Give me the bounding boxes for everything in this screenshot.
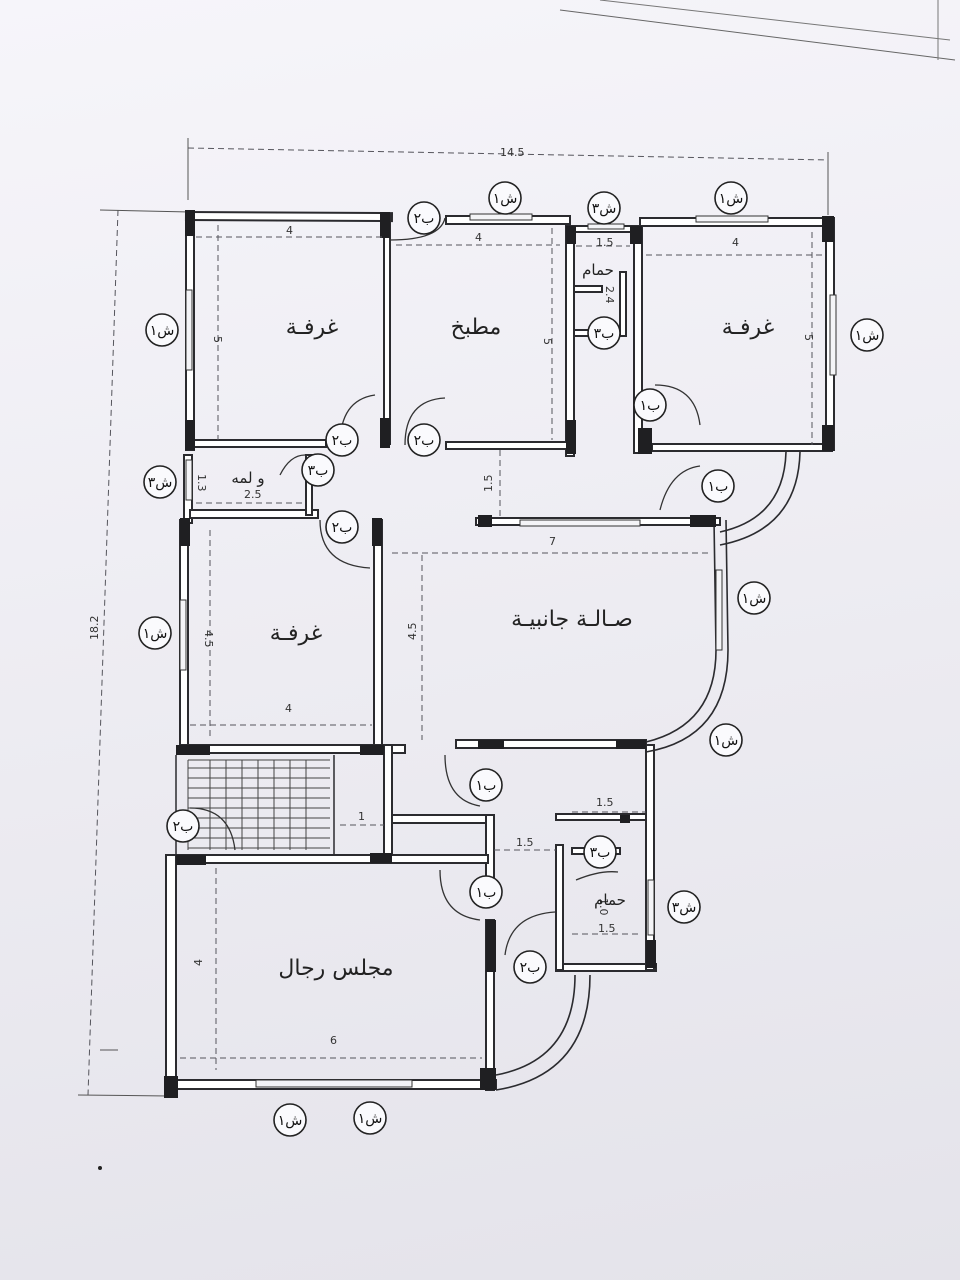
- dim-overall-depth: 18.2: [88, 616, 101, 641]
- room-label-wc: و لمه: [231, 469, 264, 487]
- dim-label: 4.5: [406, 623, 419, 641]
- dim-label: 6: [330, 1034, 337, 1047]
- columns: [164, 210, 834, 1098]
- dim-label: 4: [192, 959, 205, 966]
- door-tag-3: ب٣: [301, 453, 335, 487]
- door-tag-2: ب٢: [407, 201, 441, 235]
- door-tag-1: ب١: [469, 875, 503, 909]
- window-tag-1: ش١: [737, 581, 771, 615]
- window-tag-1: ش١: [145, 313, 179, 347]
- dim-label: 1.0: [597, 898, 610, 916]
- room-label-side-hall: صـالـة جانبيـة: [511, 607, 633, 632]
- door-tag-3: ب٣: [587, 316, 621, 350]
- dim-label: 5: [541, 338, 554, 345]
- room-label-bedroom-mid-left: غرفـة: [270, 621, 322, 646]
- svg-text:ب٢: ب٢: [332, 520, 353, 536]
- svg-text:ب٢: ب٢: [414, 433, 435, 449]
- svg-text:ب٢: ب٢: [173, 819, 194, 835]
- curved-walls: [495, 451, 801, 1091]
- dim-label: 4: [286, 224, 293, 237]
- room-label-men-majlis: مجلس رجال: [278, 956, 393, 981]
- svg-text:ب١: ب١: [708, 479, 729, 495]
- dim-label: 1.5: [516, 836, 534, 849]
- svg-text:ش١: ش١: [714, 733, 739, 749]
- svg-text:ب١: ب١: [640, 398, 661, 414]
- dim-label: 7: [549, 535, 556, 548]
- dim-label: 1.5: [598, 922, 616, 935]
- window-tag-1: ش١: [273, 1103, 307, 1137]
- dim-label: 5: [211, 336, 224, 343]
- dim-overall-width: 14.5: [500, 146, 525, 159]
- svg-text:ش١: ش١: [719, 191, 744, 207]
- svg-text:ب٣: ب٣: [308, 463, 329, 479]
- dim-label: 5: [802, 334, 815, 341]
- room-label-bedroom-top-right: غرفـة: [722, 315, 774, 340]
- svg-text:ب١: ب١: [476, 885, 497, 901]
- room-label-bedroom-top-left: غرفـة: [286, 315, 338, 340]
- room-label-bath-top: حمام: [582, 261, 614, 279]
- window-tag-1: ش١: [353, 1101, 387, 1135]
- door-tag-2: ب٢: [325, 423, 359, 457]
- svg-text:ب٣: ب٣: [590, 845, 611, 861]
- room-label-bath-bottom: حمام: [594, 891, 626, 909]
- svg-text:ش١: ش١: [150, 323, 175, 339]
- door-tag-1: ب١: [469, 768, 503, 802]
- walls: [165, 210, 835, 1096]
- svg-text:ب٢: ب٢: [520, 960, 541, 976]
- staircase: [175, 755, 335, 855]
- door-tag-2: ب٢: [166, 809, 200, 843]
- svg-text:ش١: ش١: [855, 328, 880, 344]
- svg-text:ش١: ش١: [143, 626, 168, 642]
- window-tag-1: ش١: [850, 318, 884, 352]
- svg-text:ش٣: ش٣: [148, 475, 173, 491]
- window-tag-1: ش١: [138, 616, 172, 650]
- dim-label: 1.5: [596, 236, 614, 249]
- dim-label: 4: [732, 236, 739, 249]
- window-tag-1: ش١: [488, 181, 522, 215]
- internal-dimension-lines: [180, 225, 822, 1070]
- svg-text:ش١: ش١: [278, 1113, 303, 1129]
- dim-label: 4: [285, 702, 292, 715]
- window-tag-1: ش١: [709, 723, 743, 757]
- overall-dimensions: [77, 138, 829, 1170]
- svg-text:ب١: ب١: [476, 778, 497, 794]
- dim-label: 4: [475, 231, 482, 244]
- door-tag-3: ب٣: [583, 835, 617, 869]
- window-tag-3: ش٣: [587, 191, 621, 225]
- windows: [179, 213, 837, 1088]
- svg-text:ش١: ش١: [493, 191, 518, 207]
- door-tag-2: ب٢: [513, 950, 547, 984]
- dim-label: 1.3: [195, 474, 208, 492]
- svg-text:ب٣: ب٣: [594, 326, 615, 342]
- window-tag-3: ش٣: [667, 890, 701, 924]
- svg-text:ب٢: ب٢: [332, 433, 353, 449]
- dim-label: 2.5: [244, 488, 262, 501]
- svg-text:ش١: ش١: [742, 591, 767, 607]
- dim-label: 1.5: [596, 796, 614, 809]
- door-tag-1: ب١: [633, 388, 667, 422]
- window-tag-1: ش١: [714, 181, 748, 215]
- svg-text:ش٣: ش٣: [672, 900, 697, 916]
- window-tag-3: ش٣: [143, 465, 177, 499]
- dim-label: 2.4: [603, 286, 616, 304]
- door-swings: [189, 217, 701, 956]
- room-label-kitchen: مطبخ: [451, 315, 502, 340]
- door-tag-1: ب١: [701, 469, 735, 503]
- dim-label: 4.5: [202, 630, 215, 648]
- svg-text:ش١: ش١: [358, 1111, 383, 1127]
- svg-text:ش٣: ش٣: [592, 201, 617, 217]
- dim-label: 1.5: [482, 475, 495, 493]
- door-tag-2: ب٢: [325, 510, 359, 544]
- sheet-border: [559, 0, 956, 61]
- door-tag-2: ب٢: [407, 423, 441, 457]
- dim-label: 1: [358, 810, 365, 823]
- svg-text:ب٢: ب٢: [414, 211, 435, 227]
